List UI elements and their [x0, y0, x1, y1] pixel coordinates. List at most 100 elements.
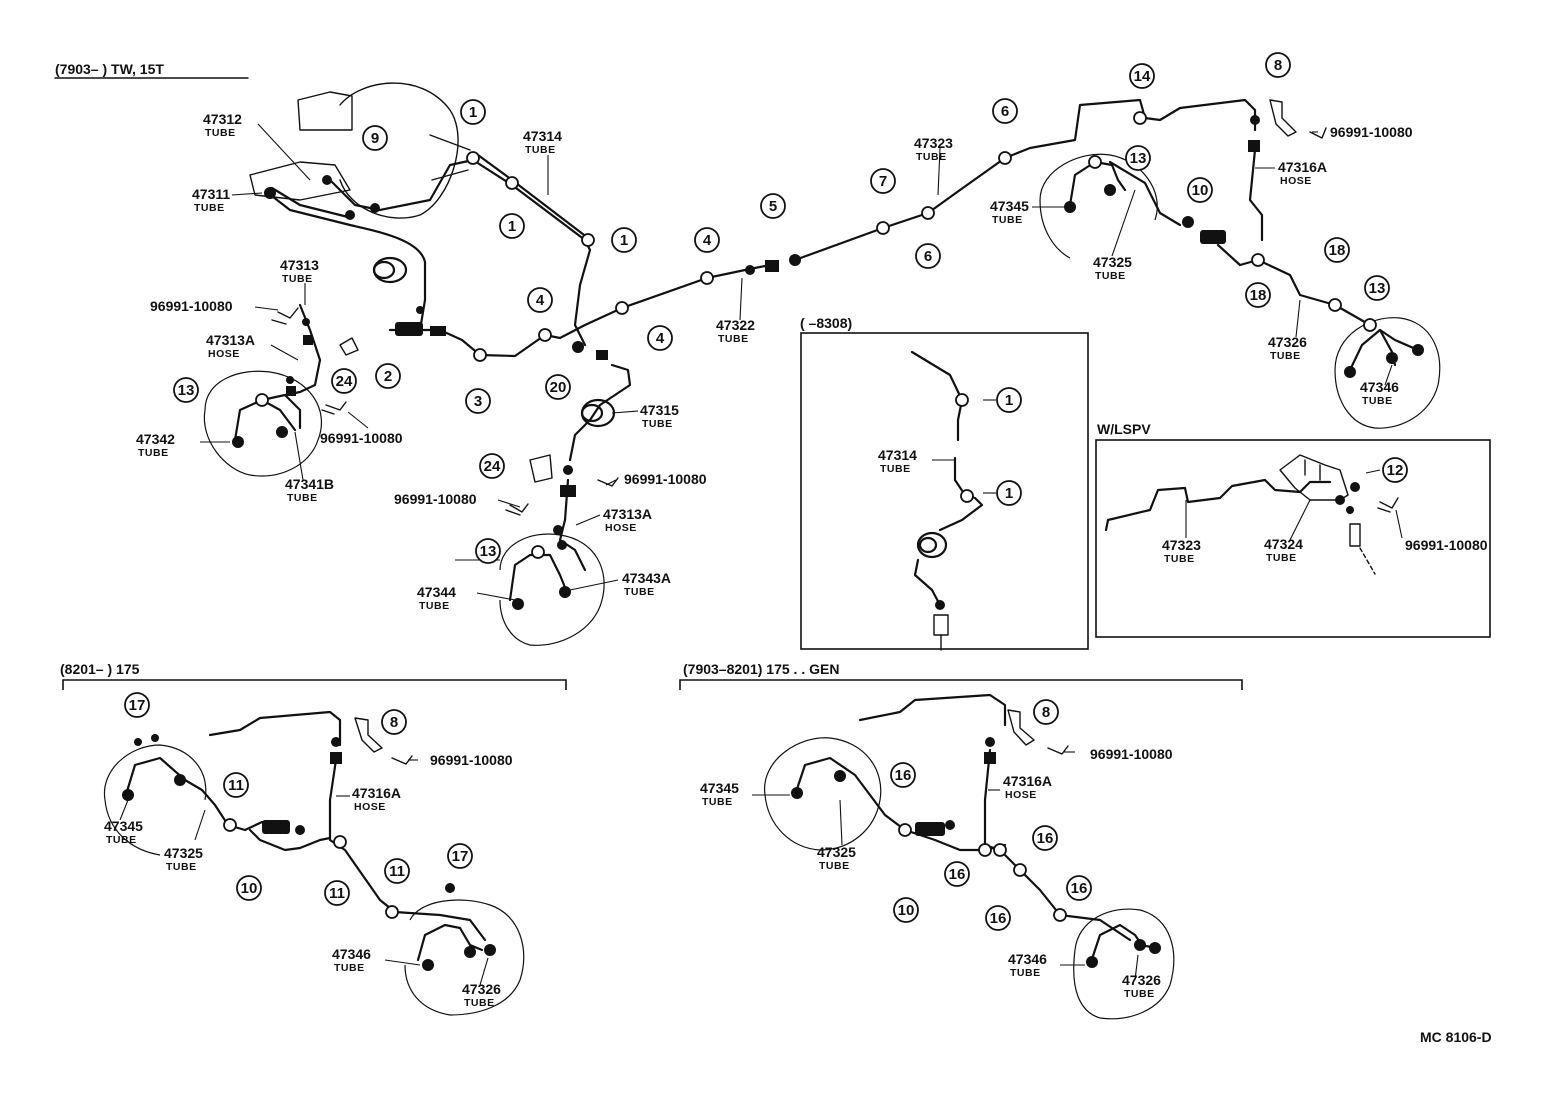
part-label-96991-10080: 96991-10080: [1405, 537, 1488, 553]
callout-4: 4: [694, 227, 720, 253]
callout-16: 16: [1032, 825, 1058, 851]
part-number: 47342: [136, 431, 175, 447]
callout-circle: [893, 897, 919, 923]
clips: [271, 99, 1327, 516]
callout-number: 1: [620, 232, 628, 249]
part-number: 47322: [716, 317, 755, 333]
part-type: HOSE: [1005, 789, 1037, 801]
callout-circle: [992, 98, 1018, 124]
part-number: 47315: [640, 402, 679, 418]
part-number: 47345: [990, 198, 1029, 214]
fittings: [232, 115, 1424, 610]
callout-number: 1: [469, 104, 477, 121]
callout-number: 4: [536, 292, 545, 309]
part-type: TUBE: [334, 962, 365, 974]
part-type: TUBE: [916, 151, 947, 163]
callout-number: 16: [1037, 830, 1054, 847]
callout-circle: [1364, 275, 1390, 301]
part-label-96991-10080: 96991-10080: [430, 752, 513, 768]
callout-circle: [460, 99, 486, 125]
part-type: TUBE: [1010, 967, 1041, 979]
callout-17: 17: [447, 843, 473, 869]
callout-circle: [465, 388, 491, 414]
part-label-96991-10080: 96991-10080: [320, 430, 403, 446]
callout-14: 14: [1129, 63, 1155, 89]
callout-1: 1: [499, 213, 525, 239]
callout-circle: [1033, 699, 1059, 725]
part-label-96991-10080: 96991-10080: [1090, 746, 1173, 762]
callout-8: 8: [381, 709, 407, 735]
section-header-175: (8201– ) 175: [60, 661, 140, 677]
part-type: TUBE: [1164, 553, 1195, 565]
callout-number: 18: [1329, 242, 1346, 259]
callout-circle: [944, 861, 970, 887]
callout-number: 24: [336, 373, 353, 390]
callout-circle: [996, 480, 1022, 506]
callout-7: 7: [870, 168, 896, 194]
part-number: 47313A: [206, 332, 255, 348]
part-number: 47346: [332, 946, 371, 962]
callout-circle: [236, 875, 262, 901]
part-type: TUBE: [718, 333, 749, 345]
bracket-175-gen: [679, 679, 1243, 690]
section-header-175-gen: (7903–8201) 175 . . GEN: [683, 661, 839, 677]
callout-number: 11: [389, 863, 405, 880]
callout-number: 1: [1005, 392, 1013, 409]
part-labels: 47312TUBE47311TUBE47314TUBE47313TUBE9699…: [104, 111, 1488, 1009]
callout-number: 12: [1387, 462, 1404, 479]
part-number: 47316A: [352, 785, 401, 801]
section-header-lspv: W/LSPV: [1097, 421, 1151, 437]
wheel-drum-rear-left: [1039, 153, 1158, 259]
part-label-96991-10080: 96991-10080: [624, 471, 707, 487]
part-number: 47346: [1008, 951, 1047, 967]
part-type: HOSE: [208, 348, 240, 360]
callout-number: 13: [480, 543, 497, 560]
part-type: TUBE: [1270, 350, 1301, 362]
part-type: TUBE: [819, 860, 850, 872]
section-header-inset: ( –8308): [800, 315, 852, 331]
callout-18: 18: [1324, 237, 1350, 263]
callout-circle: [447, 843, 473, 869]
part-label-96991-10080: 96991-10080: [394, 491, 477, 507]
callout-9: 9: [362, 125, 388, 151]
callout-circle: [124, 692, 150, 718]
callout-number: 14: [1134, 68, 1151, 85]
junctions: [255, 111, 1377, 559]
part-number: 47311: [192, 186, 230, 202]
callout-circle: [475, 538, 501, 564]
coil-47315-inner: [580, 403, 604, 423]
part-number: 47323: [1162, 537, 1201, 553]
callout-circle: [223, 772, 249, 798]
section-175-drawing: [103, 710, 525, 1016]
part-number: 47326: [1268, 334, 1307, 350]
callout-circle: [996, 387, 1022, 413]
callout-number: 4: [703, 232, 712, 249]
inset-box-lspv: [1095, 439, 1491, 638]
diagram-code: MC 8106-D: [1420, 1029, 1492, 1045]
leader-lines: [200, 123, 1393, 601]
coil-47312: [372, 256, 408, 284]
callout-number: 10: [241, 880, 258, 897]
part-type: TUBE: [992, 214, 1023, 226]
part-type: TUBE: [624, 586, 655, 598]
callout-6: 6: [992, 98, 1018, 124]
callout-10: 10: [236, 875, 262, 901]
callout-1: 1: [460, 99, 486, 125]
lspv-assembly: [1104, 454, 1403, 575]
part-number: 47341B: [285, 476, 334, 492]
inset-tube-47314: [910, 350, 996, 651]
callout-2: 2: [375, 363, 401, 389]
callout-circle: [1129, 63, 1155, 89]
callout-24: 24: [479, 453, 505, 479]
